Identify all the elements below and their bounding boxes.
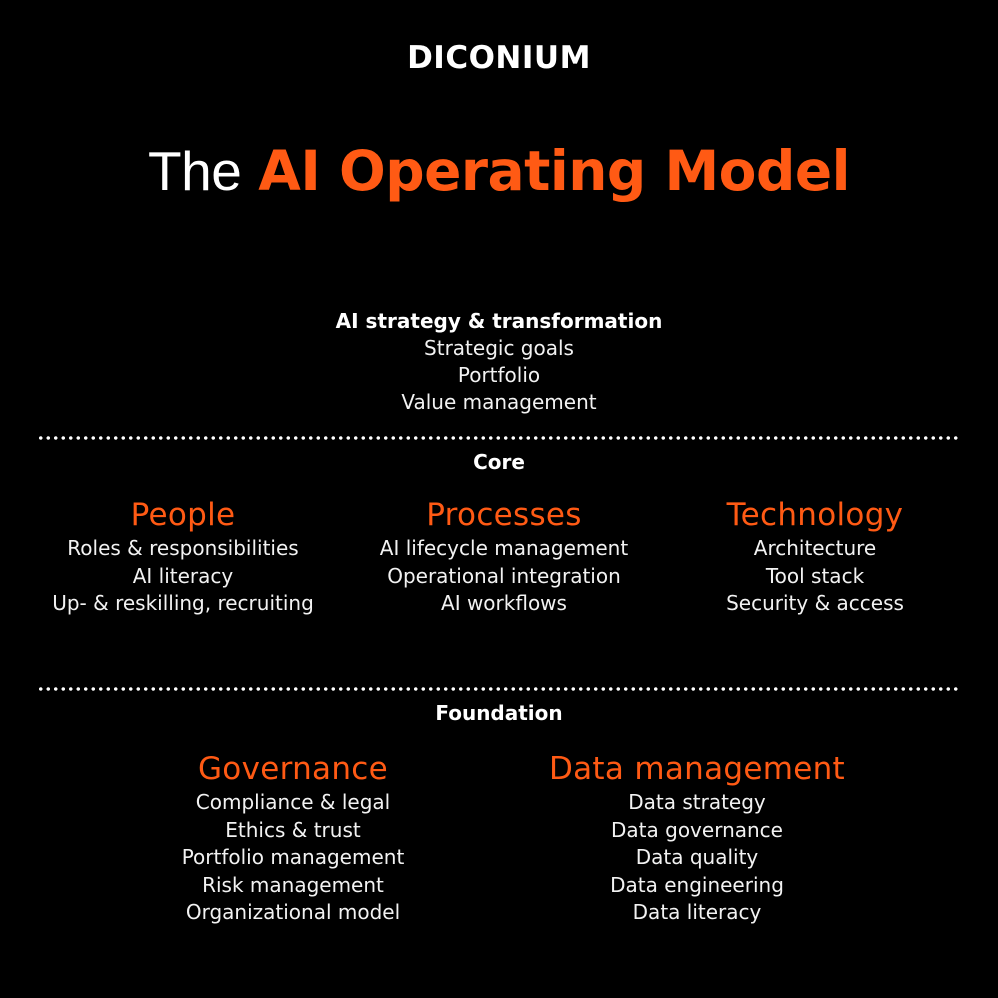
core-column-people: People Roles & responsibilities AI liter… xyxy=(30,495,336,618)
title-highlight: AI Operating Model xyxy=(258,139,850,203)
column-item: Data engineering xyxy=(610,872,784,897)
title-prefix: The xyxy=(148,140,242,202)
foundation-column-data-management: Data management Data strategy Data gover… xyxy=(532,749,862,927)
column-item: Roles & responsibilities xyxy=(67,536,299,560)
column-item: Risk management xyxy=(202,872,384,897)
column-item: Up- & reskilling, recruiting xyxy=(52,591,314,615)
core-column-processes: Processes AI lifecycle management Operat… xyxy=(354,495,654,618)
column-title: Technology xyxy=(726,497,904,533)
column-item: Data strategy xyxy=(628,790,766,814)
column-item: Operational integration xyxy=(387,563,621,588)
strategy-item: Value management xyxy=(401,390,597,414)
divider-dotted xyxy=(37,436,959,440)
column-item: Compliance & legal xyxy=(195,790,391,814)
strategy-heading: AI strategy & transformation xyxy=(335,309,663,333)
core-heading: Core xyxy=(473,450,525,474)
column-item: Tool stack xyxy=(765,563,865,588)
column-item: Ethics & trust xyxy=(225,817,361,842)
page-title: The AI Operating Model xyxy=(0,138,998,204)
column-title: Processes xyxy=(426,497,582,533)
foundation-column-governance: Governance Compliance & legal Ethics & t… xyxy=(152,749,434,927)
column-title: Data management xyxy=(548,751,846,787)
strategy-item: Portfolio xyxy=(457,363,541,387)
column-item: AI literacy xyxy=(132,563,234,588)
strategy-item: Strategic goals xyxy=(424,336,574,360)
divider-dotted xyxy=(37,687,959,691)
column-item: AI workflows xyxy=(441,591,567,615)
column-title: Governance xyxy=(197,751,388,787)
column-item: Architecture xyxy=(753,536,877,560)
column-item: Organizational model xyxy=(185,900,401,924)
column-item: Portfolio management xyxy=(181,845,405,869)
column-item: AI lifecycle management xyxy=(379,536,629,560)
column-item: Data quality xyxy=(635,845,759,869)
foundation-heading: Foundation xyxy=(435,701,563,725)
column-item: Security & access xyxy=(726,591,904,615)
column-item: Data governance xyxy=(611,817,783,842)
column-item: Data literacy xyxy=(632,900,762,924)
column-title: People xyxy=(130,497,236,533)
brand-logo: DICONIUM xyxy=(407,40,591,76)
strategy-section: AI strategy & transformation Strategic g… xyxy=(0,307,998,416)
core-column-technology: Technology Architecture Tool stack Secur… xyxy=(695,495,935,618)
